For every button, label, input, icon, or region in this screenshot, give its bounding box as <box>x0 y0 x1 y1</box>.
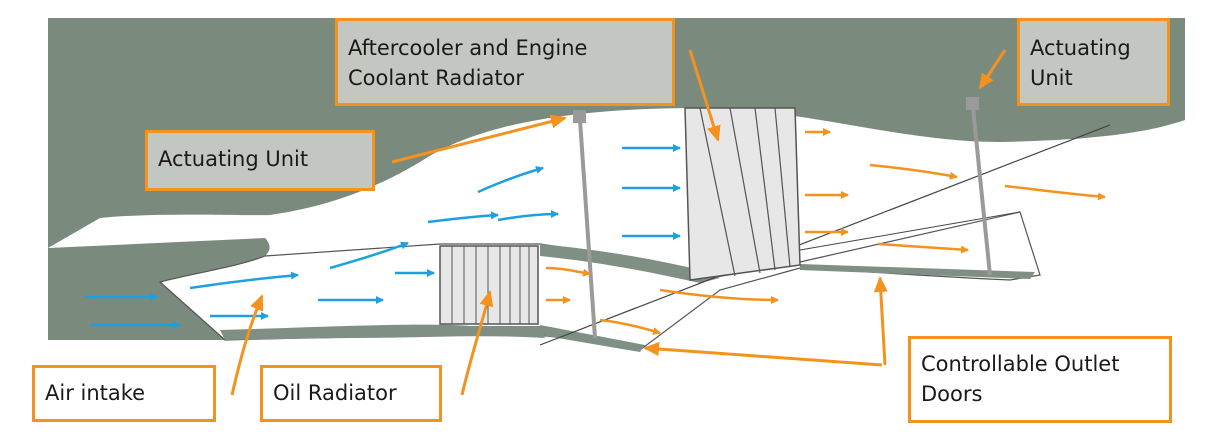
label-actuating-top-line1: Actuating <box>1030 36 1131 60</box>
blue-arrow <box>427 211 499 224</box>
orange-arrow <box>599 318 661 335</box>
label-actuating-unit-top: Actuating Unit <box>1017 18 1170 106</box>
label-air-intake-text: Air intake <box>45 381 146 405</box>
label-aftercooler-line2: Coolant Radiator <box>348 66 525 90</box>
label-oil-radiator: Oil Radiator <box>260 365 442 422</box>
callout-air-intake <box>230 294 264 396</box>
callout-lines <box>230 49 1007 396</box>
label-outlet-doors-line1: Controllable Outlet <box>921 352 1120 376</box>
label-actuating-unit-left: Actuating Unit <box>145 130 375 191</box>
oil-radiator <box>439 245 539 325</box>
orange-arrow <box>659 288 779 304</box>
callout-oil-radiator <box>460 290 494 396</box>
label-aftercooler-coolant-radiator: Aftercooler and Engine Coolant Radiator <box>335 18 675 106</box>
blue-arrow <box>189 271 299 290</box>
label-actuating-left-text: Actuating Unit <box>158 147 309 171</box>
cool-air-arrows <box>85 144 681 329</box>
callout-actuating-top <box>978 49 1007 90</box>
callout-actuating-left <box>391 114 567 164</box>
label-aftercooler-line1: Aftercooler and Engine <box>348 36 588 60</box>
label-actuating-top-line2: Unit <box>1030 66 1073 90</box>
actuator-rod-rear <box>966 97 992 276</box>
blue-arrow <box>477 166 544 194</box>
callout-outlet-door-lower <box>643 342 883 367</box>
actuator-rod-center <box>573 110 597 339</box>
orange-arrow <box>1004 184 1106 201</box>
hot-air-arrows <box>545 128 1106 335</box>
aftercooler-radiator <box>684 107 801 281</box>
orange-arrow <box>869 163 958 180</box>
lower-fuselage <box>48 238 270 340</box>
door-linkage-line <box>539 124 1111 346</box>
callout-aftercooler <box>688 49 721 142</box>
orange-arrow <box>877 242 969 254</box>
label-controllable-outlet-doors: Controllable Outlet Doors <box>908 336 1172 423</box>
label-oil-radiator-text: Oil Radiator <box>273 381 397 405</box>
orange-arrow <box>545 266 591 277</box>
blue-arrow <box>329 241 409 270</box>
blue-arrow <box>497 210 559 222</box>
duct-floor <box>220 324 545 340</box>
duct-ceiling-plate <box>540 244 720 283</box>
label-air-intake: Air intake <box>32 365 216 422</box>
outlet-door-rear <box>800 264 1035 279</box>
label-outlet-doors-line2: Doors <box>921 382 983 406</box>
outlet-door-lower <box>540 325 645 352</box>
callout-outlet-door-rear <box>873 276 888 366</box>
